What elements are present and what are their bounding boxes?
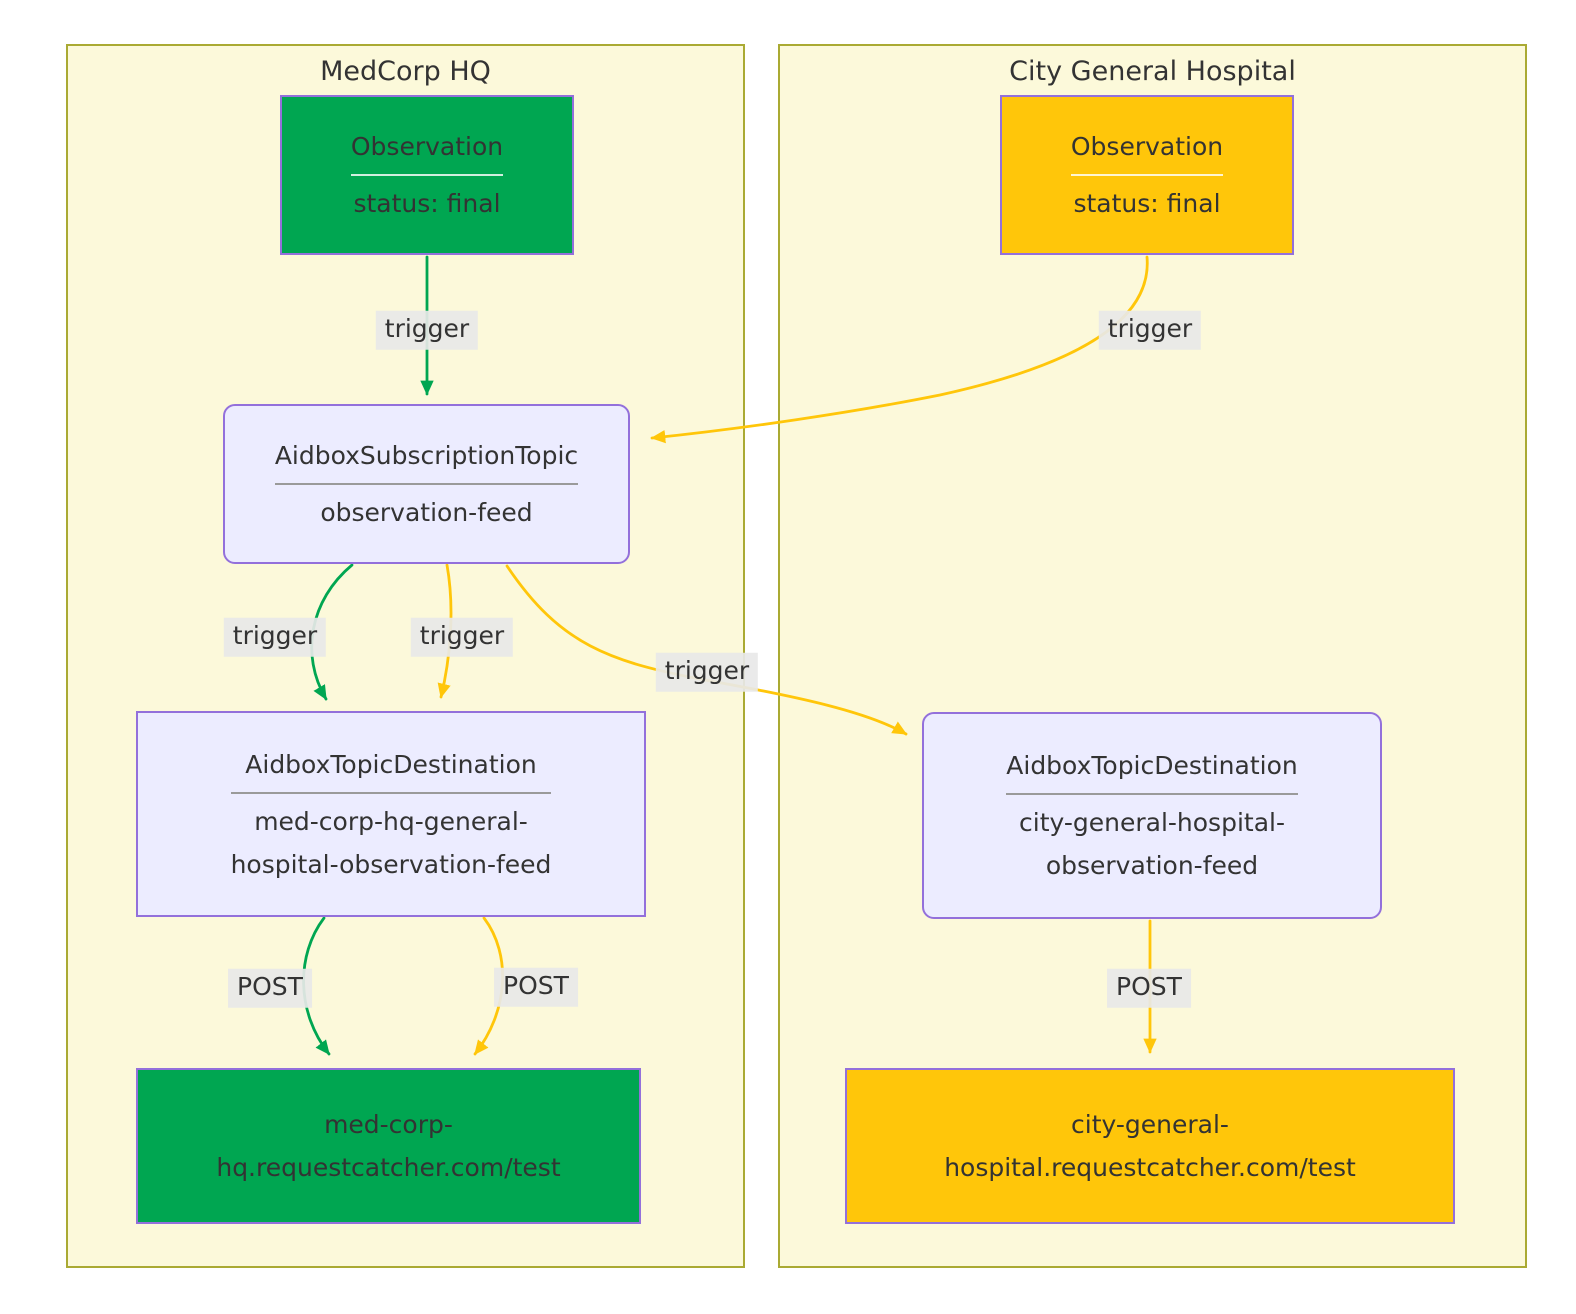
node-resource-type: AidboxTopicDestination — [1006, 751, 1298, 780]
node-endpoint-city: city-general- hospital.requestcatcher.co… — [845, 1068, 1455, 1224]
node-name-line: observation-feed — [1045, 851, 1259, 880]
divider — [274, 483, 579, 485]
divider — [1070, 174, 1224, 176]
node-label: AidboxTopicDestination med-corp-hq-gener… — [230, 743, 552, 886]
node-label: AidboxTopicDestination city-general-hosp… — [1006, 744, 1298, 887]
endpoint-url-line: hospital.requestcatcher.com/test — [944, 1153, 1356, 1182]
cluster-title-city-general-hospital: City General Hospital — [1009, 56, 1296, 87]
node-observation-city: Observation status: final — [1000, 95, 1294, 255]
node-resource-type: AidboxSubscriptionTopic — [274, 441, 579, 470]
edge-label-trigger-city-obs: trigger — [1098, 310, 1202, 350]
node-resource-type: Observation — [350, 132, 504, 161]
endpoint-url-line: med-corp- — [324, 1110, 453, 1139]
node-label: med-corp- hq.requestcatcher.com/test — [216, 1103, 560, 1189]
node-label: city-general- hospital.requestcatcher.co… — [944, 1103, 1356, 1189]
endpoint-url-line: hq.requestcatcher.com/test — [216, 1153, 561, 1182]
node-endpoint-medcorp: med-corp- hq.requestcatcher.com/test — [136, 1068, 641, 1224]
edge-label-trigger-medcorp-obs: trigger — [375, 310, 479, 350]
node-name-line: med-corp-hq-general- — [254, 806, 528, 836]
edge-label-trigger-topic-city: trigger — [655, 652, 759, 692]
node-attribute: status: final — [353, 189, 501, 218]
node-attribute: status: final — [1073, 189, 1221, 218]
divider — [230, 791, 552, 794]
divider — [350, 174, 504, 176]
edge-label-post-city: POST — [1107, 968, 1191, 1008]
node-destination-medcorp: AidboxTopicDestination med-corp-hq-gener… — [136, 711, 646, 917]
node-resource-type: Observation — [1070, 132, 1224, 161]
node-observation-medcorp: Observation status: final — [280, 95, 574, 255]
edge-label-trigger-topic-medcorp-gold: trigger — [410, 617, 514, 657]
node-name: observation-feed — [320, 498, 533, 527]
cluster-title-medcorp-hq: MedCorp HQ — [320, 56, 491, 87]
node-subscription-topic: AidboxSubscriptionTopic observation-feed — [223, 404, 630, 564]
node-label: Observation status: final — [350, 125, 504, 225]
edge-label-post-medcorp-green: POST — [228, 968, 312, 1008]
node-label: AidboxSubscriptionTopic observation-feed — [274, 434, 579, 534]
node-name-line: city-general-hospital- — [1019, 808, 1285, 837]
node-resource-type: AidboxTopicDestination — [245, 749, 537, 779]
node-label: Observation status: final — [1070, 125, 1224, 225]
edge-label-trigger-topic-medcorp-green: trigger — [223, 617, 327, 657]
edge-label-post-medcorp-gold: POST — [494, 967, 578, 1007]
node-name-line: hospital-observation-feed — [230, 849, 552, 879]
divider — [1006, 793, 1298, 795]
node-destination-city: AidboxTopicDestination city-general-hosp… — [922, 712, 1382, 919]
endpoint-url-line: city-general- — [1071, 1110, 1229, 1139]
